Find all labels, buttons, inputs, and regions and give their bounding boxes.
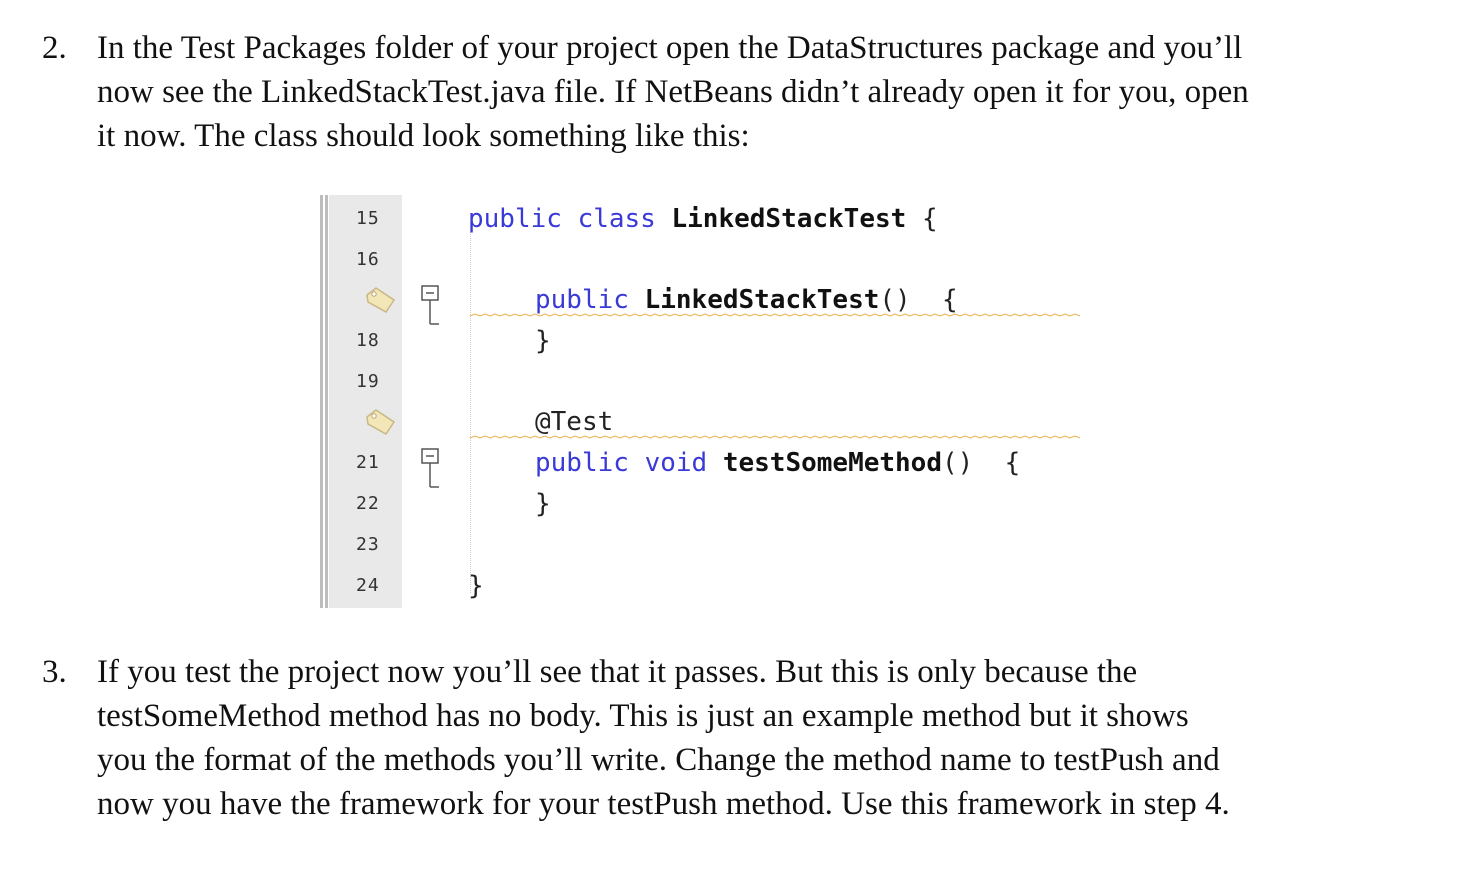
closing-brace: } xyxy=(535,326,551,356)
line-number: 19 xyxy=(356,371,380,392)
code-line: public LinkedStackTest() { xyxy=(320,280,1100,325)
params: () { xyxy=(942,448,1021,478)
line-number: 16 xyxy=(356,249,380,270)
brace: { xyxy=(921,204,938,234)
constructor-name: LinkedStackTest xyxy=(644,285,880,315)
method-name: testSomeMethod xyxy=(722,448,942,478)
step-2-number: 2. xyxy=(42,30,67,66)
step-3-line-4: now you have the framework for your test… xyxy=(97,786,1230,822)
class-name: LinkedStackTest xyxy=(671,204,907,234)
fold-margin xyxy=(402,195,464,608)
params: () { xyxy=(879,285,958,315)
step-3-number: 3. xyxy=(42,654,67,690)
step-2-line-1: In the Test Packages folder of your proj… xyxy=(97,30,1243,66)
fold-collapse-icon[interactable] xyxy=(420,447,442,491)
step-3-line-2: testSomeMethod method has no body. This … xyxy=(97,698,1189,734)
line-number: 21 xyxy=(356,452,380,473)
indent-guide xyxy=(470,223,471,593)
closing-brace: } xyxy=(468,571,484,601)
code-line: @Test xyxy=(320,402,1100,442)
gutter-border xyxy=(325,195,328,608)
step-3-line-3: you the format of the methods you’ll wri… xyxy=(97,742,1220,778)
keyword: public void xyxy=(535,448,708,478)
code-text: public void testSomeMethod() { xyxy=(535,443,1020,483)
closing-brace: } xyxy=(535,489,551,519)
hint-underline xyxy=(470,313,1080,317)
line-number: 18 xyxy=(356,330,380,351)
bookmark-tag-icon xyxy=(366,287,396,313)
line-number: 24 xyxy=(356,575,380,596)
gutter-border xyxy=(320,195,323,608)
code-line: 24 } xyxy=(320,566,1100,606)
code-text: public class LinkedStackTest { xyxy=(468,199,938,239)
step-3: 3. If you test the project now you’ll se… xyxy=(42,650,1452,830)
step-2-text: In the Test Packages folder of your proj… xyxy=(97,26,1457,158)
code-text: public LinkedStackTest() { xyxy=(535,280,958,320)
line-number: 15 xyxy=(356,208,380,229)
annotation: @Test xyxy=(535,407,614,437)
line-number: 22 xyxy=(356,493,380,514)
code-line: 15 public class LinkedStackTest { xyxy=(320,199,1100,239)
step-3-text: If you test the project now you’ll see t… xyxy=(97,650,1457,826)
code-editor-screenshot: 15 public class LinkedStackTest { 16 pub… xyxy=(320,195,1100,608)
step-2-line-3: it now. The class should look something … xyxy=(97,118,750,154)
line-number: 23 xyxy=(356,534,380,555)
code-line: 18 } xyxy=(320,321,1100,361)
code-line: 21 public void testSomeMethod() { xyxy=(320,443,1100,488)
fold-collapse-icon[interactable] xyxy=(420,284,442,328)
code-line: 22 } xyxy=(320,484,1100,524)
line-number-gutter xyxy=(329,195,402,608)
keyword: public xyxy=(535,285,629,315)
step-2-line-2: now see the LinkedStackTest.java file. I… xyxy=(97,74,1249,110)
code-line: 23 xyxy=(320,525,1100,565)
code-line: 19 xyxy=(320,362,1100,402)
code-line: 16 xyxy=(320,240,1100,280)
bookmark-tag-icon xyxy=(366,409,396,435)
step-3-line-1: If you test the project now you’ll see t… xyxy=(97,654,1138,690)
hint-underline xyxy=(470,435,1080,439)
keyword: public class xyxy=(468,204,656,234)
step-2: 2. In the Test Packages folder of your p… xyxy=(42,26,1452,160)
